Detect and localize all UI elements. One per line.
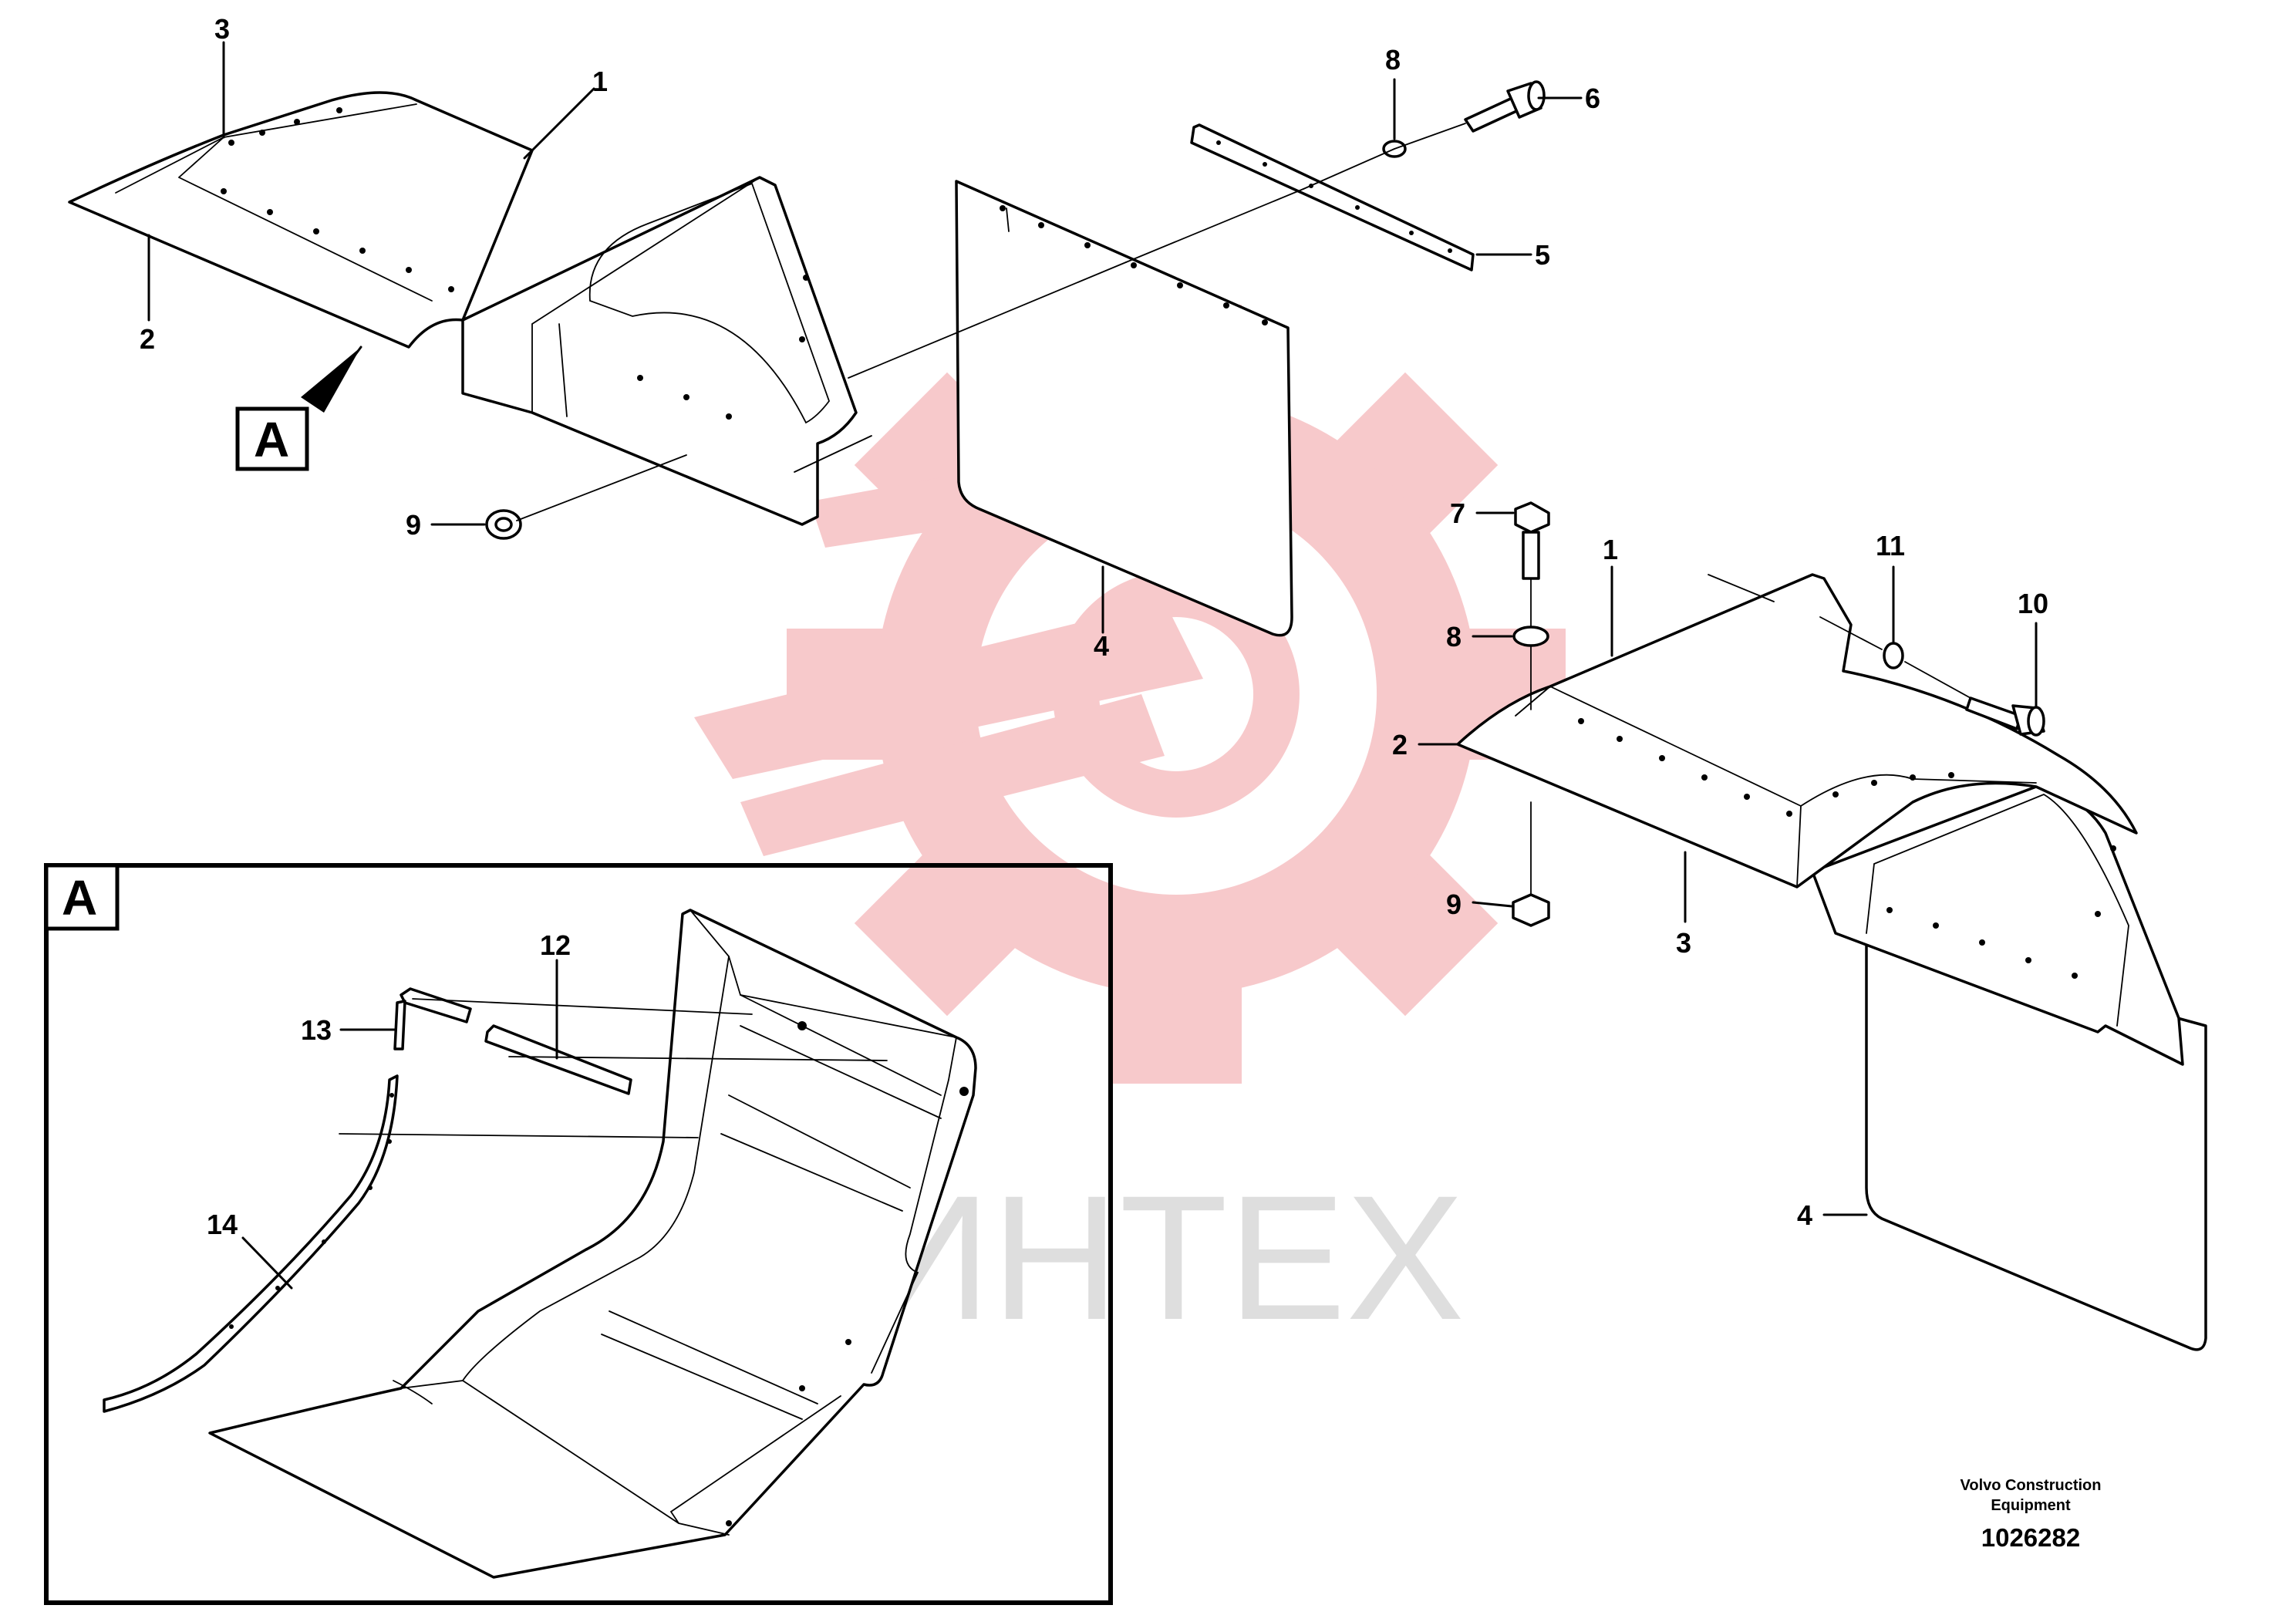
watermark-text: ИНТЕХ (864, 1158, 1465, 1357)
detail-strip-13 (400, 987, 472, 1023)
callout-13-detail: 13 (301, 1014, 332, 1046)
callout-6-top-left: 6 (1585, 83, 1600, 114)
drawing-number: 1026282 (1981, 1523, 2080, 1552)
left-mud-flap (955, 180, 1293, 637)
callout-1-right: 1 (1603, 534, 1618, 565)
callout-4-top-left: 4 (1094, 630, 1109, 662)
company-line-1: Volvo Construction (1961, 1477, 2102, 1494)
right-assembly-lines (1530, 578, 1971, 895)
right-bolt-10 (1965, 696, 2045, 737)
footer-block: Volvo Construction Equipment 1026282 (1961, 1477, 2102, 1552)
detail-bracket-body (208, 909, 977, 1579)
callout-2-right: 2 (1392, 729, 1408, 760)
left-callout-leaders (147, 41, 1583, 634)
left-mounting-strip (1190, 123, 1475, 271)
right-nut-9 (1512, 893, 1550, 927)
left-fender-top-panel (68, 91, 534, 349)
callout-1-top-left: 1 (592, 66, 608, 97)
callout-14-detail: 14 (207, 1209, 238, 1240)
right-washer-8 (1512, 626, 1549, 647)
left-nut (485, 509, 522, 540)
right-fender-assembly (1456, 573, 2207, 1351)
left-bolt (1464, 80, 1546, 133)
callout-8-top-left: 8 (1385, 44, 1401, 76)
view-a-pointer-arrow (301, 347, 361, 413)
right-mud-flap (1865, 932, 2207, 1351)
callout-3-top-left: 3 (214, 13, 230, 45)
left-assembly-lines (516, 123, 1466, 521)
callout-12-detail: 12 (540, 929, 571, 961)
right-fender-holes (1578, 718, 1954, 817)
left-fender-bracket (461, 176, 858, 526)
callout-4-right: 4 (1797, 1199, 1812, 1231)
callout-7-right: 7 (1450, 497, 1465, 529)
left-fender-assembly: A (68, 91, 858, 526)
view-a-pointer-label: A (254, 412, 289, 467)
right-bolt-7 (1514, 501, 1550, 580)
right-washer-11 (1883, 642, 1904, 669)
view-a-pointer-box (235, 406, 309, 471)
callout-9-top-left: 9 (406, 509, 421, 541)
detail-view-label-box (44, 863, 120, 931)
right-callout-leaders (1418, 511, 2038, 1216)
company-line-2: Equipment (1991, 1497, 2071, 1514)
callout-2-top-left: 2 (140, 323, 155, 355)
left-fender-holes (221, 107, 809, 420)
callout-10-right: 10 (2018, 588, 2048, 619)
callout-5-top-left: 5 (1535, 239, 1550, 271)
callout-8-right: 8 (1446, 621, 1462, 653)
callout-9-right: 9 (1446, 889, 1462, 920)
callout-3-right: 3 (1676, 927, 1691, 959)
detail-strip-14 (103, 1074, 399, 1413)
right-fender-top-panel (1456, 573, 2138, 889)
callout-11-right: 11 (1876, 530, 1905, 561)
detail-strip-12 (484, 1024, 632, 1095)
detail-view-label: A (62, 870, 97, 926)
detail-view-a: A (44, 863, 1113, 1605)
detail-view-frame (44, 863, 1113, 1605)
